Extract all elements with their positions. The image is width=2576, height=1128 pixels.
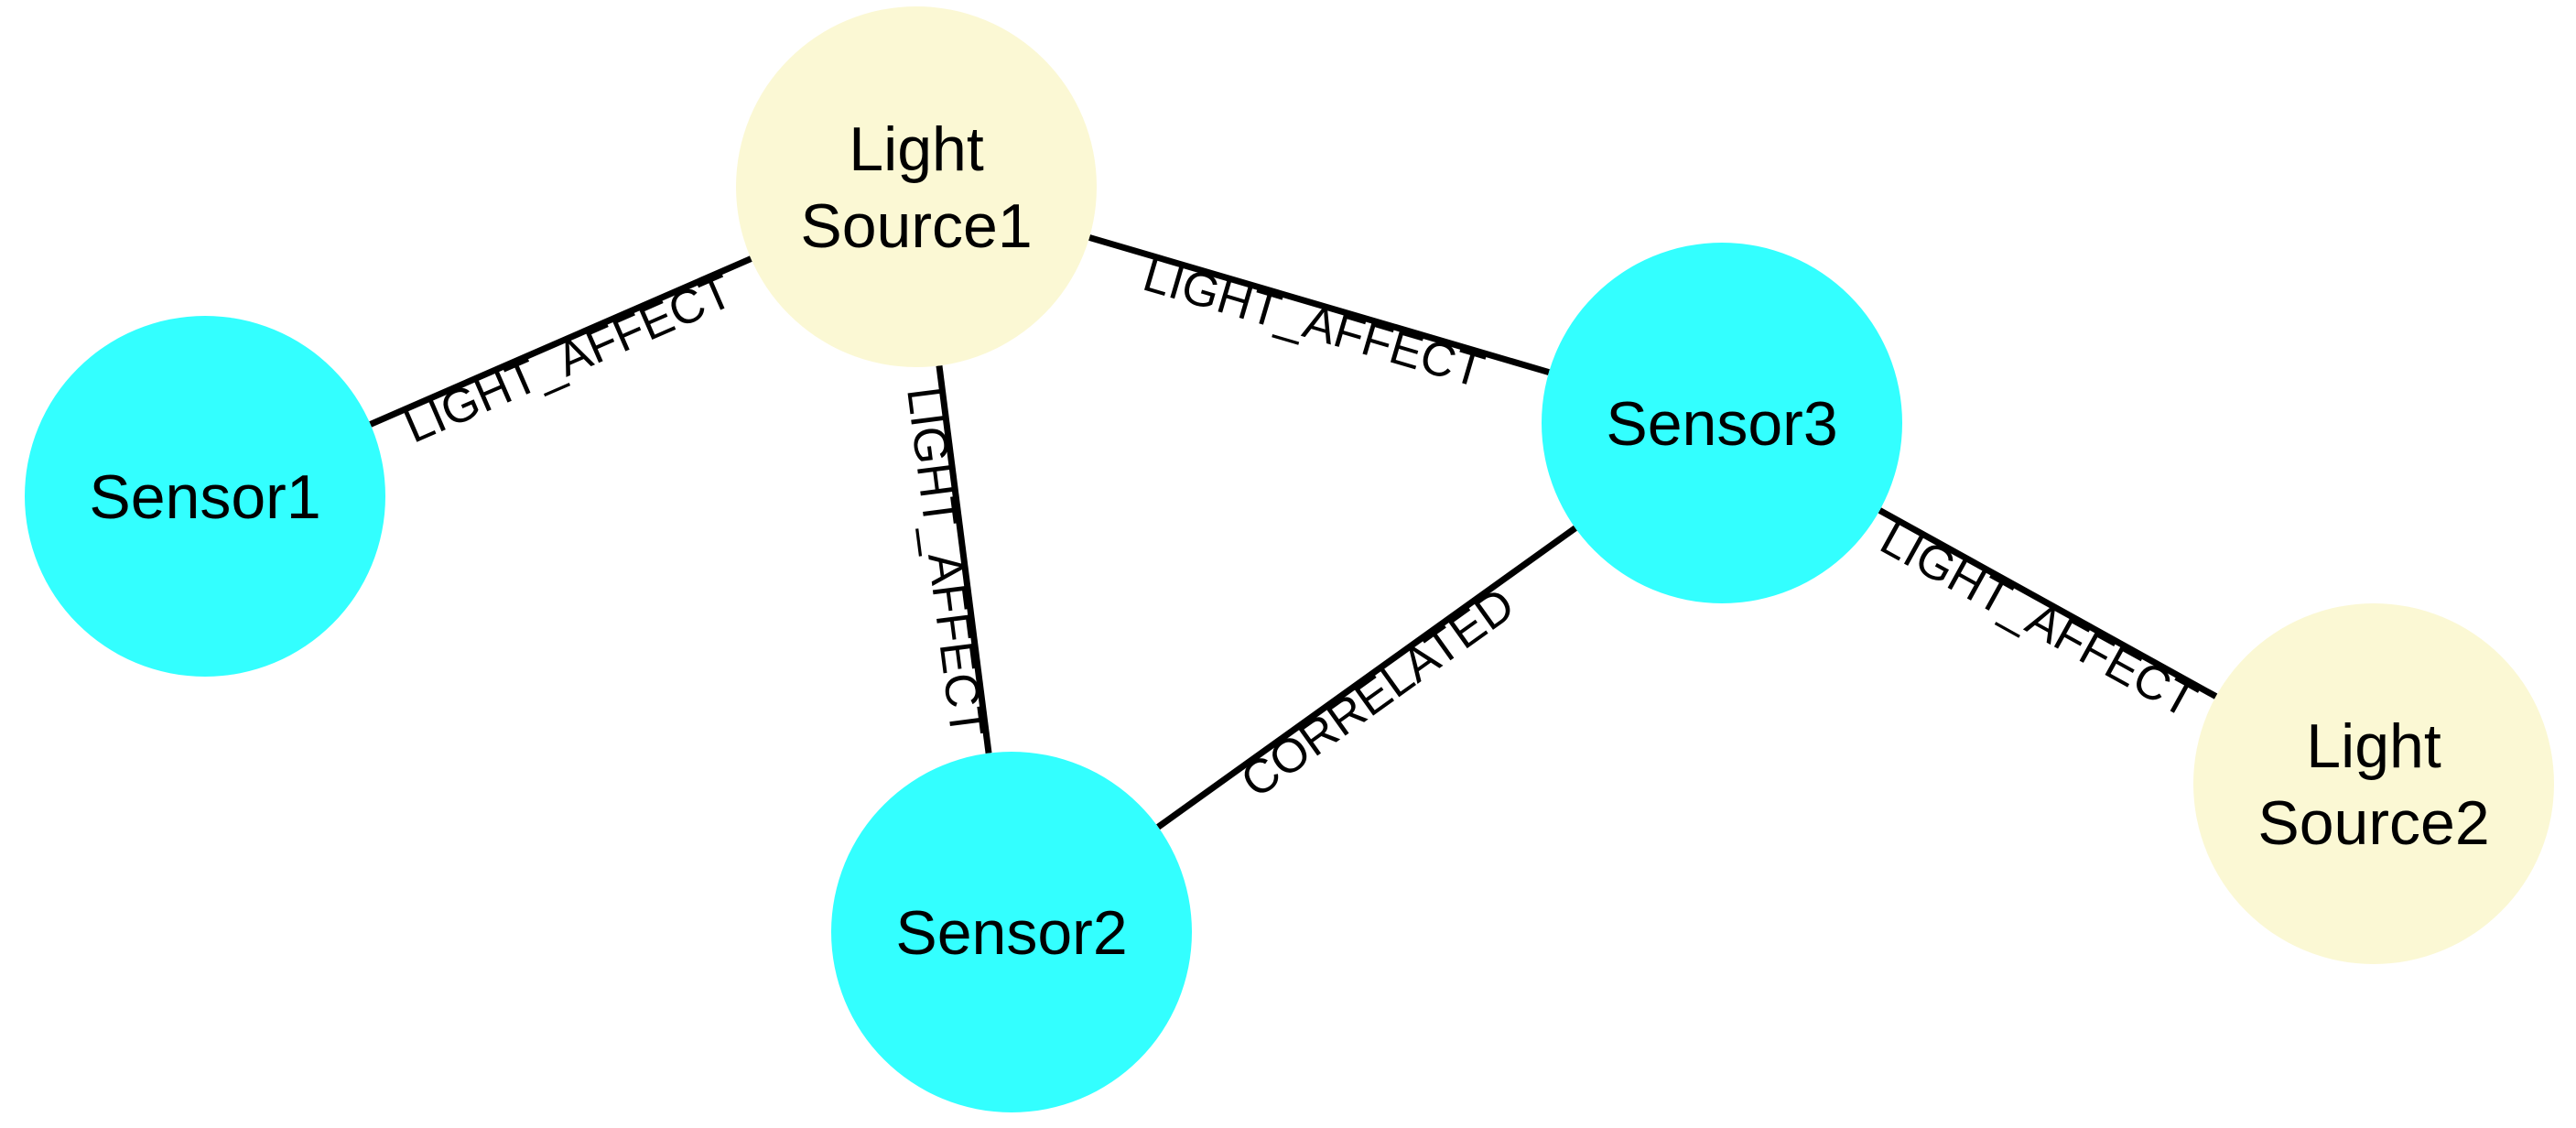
node-label: Sensor1 [89, 462, 320, 532]
edge-s3-ls2: LIGHT_AFFECT [1872, 507, 2218, 729]
node-label: Light [849, 114, 984, 184]
sensor-circle[interactable] [1542, 243, 1902, 603]
edge-label: LIGHT_AFFECT [896, 384, 993, 740]
edge-label: LIGHT_AFFECT [1138, 248, 1490, 398]
node-label: Light [2306, 711, 2441, 781]
edge-line [369, 255, 752, 428]
edge-line [1088, 234, 1550, 375]
sensor-circle[interactable] [831, 752, 1192, 1112]
nodes-layer: LightSource1Sensor1Sensor2Sensor3LightSo… [25, 6, 2554, 1112]
edge-ls1-s2: LIGHT_AFFECT [896, 364, 993, 754]
node-label: Source1 [800, 191, 1032, 261]
node-sensor1[interactable]: Sensor1 [25, 316, 385, 677]
edge-label: LIGHT_AFFECT [1872, 512, 2205, 729]
edge-line [1156, 525, 1577, 830]
node-label: Sensor3 [1606, 389, 1837, 459]
light-source-circle[interactable] [736, 6, 1097, 367]
edge-s2-s3: CORRELATED [1156, 525, 1577, 830]
edge-ls1-s3: LIGHT_AFFECT [1088, 234, 1550, 398]
edge-label: CORRELATED [1231, 578, 1524, 808]
node-label: Source2 [2257, 788, 2489, 858]
edge-label: LIGHT_AFFECT [396, 265, 741, 453]
edge-line [1878, 507, 2218, 700]
node-label: Sensor2 [895, 898, 1127, 968]
edges-layer: LIGHT_AFFECT LIGHT_AFFECT LIGHT_AFFECT CORR… [369, 234, 2218, 830]
node-sensor3[interactable]: Sensor3 [1542, 243, 1902, 603]
sensor-circle[interactable] [25, 316, 385, 677]
node-sensor2[interactable]: Sensor2 [831, 752, 1192, 1112]
edge-ls1-s1: LIGHT_AFFECT [369, 255, 752, 453]
edge-line [936, 364, 992, 754]
light-source-circle[interactable] [2193, 603, 2554, 964]
